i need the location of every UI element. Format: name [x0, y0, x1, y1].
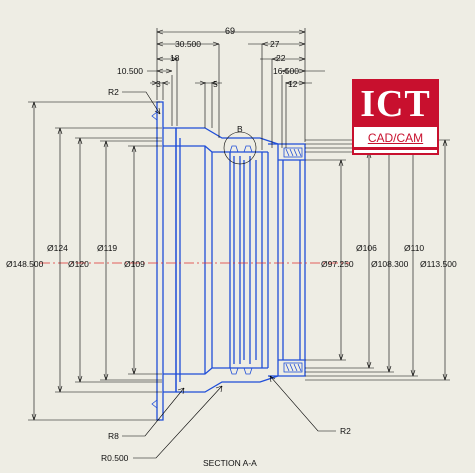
part-outline [151, 101, 306, 421]
dim-dia-124: Ø124 [47, 243, 68, 253]
ict-logo: ICT CAD/CAM [352, 79, 439, 155]
dim-dia-108-300: Ø108.300 [371, 259, 409, 269]
dim-3: 3 [156, 79, 161, 89]
radius-note-r8: R8 [108, 431, 119, 441]
dim-dia-120: Ø120 [68, 259, 89, 269]
view-title: SECTION A-A [203, 458, 257, 468]
logo-sub-text: CAD/CAM [367, 131, 424, 145]
detail-label: B [237, 124, 243, 134]
dim-dia-148-500: Ø148.500 [6, 259, 44, 269]
radius-note-r0-500: R0.500 [101, 453, 129, 463]
dim-dia-97-250: Ø97.250 [321, 259, 354, 269]
dim-18: 18 [170, 53, 180, 63]
dim-dia-106: Ø106 [356, 243, 377, 253]
dim-5: 5 [213, 79, 218, 89]
horizontal-dimensions [147, 28, 325, 150]
dim-22: 22 [276, 53, 286, 63]
detail-circle [223, 131, 257, 165]
dim-dia-110: Ø110 [404, 243, 424, 253]
logo-main-text: ICT [354, 81, 437, 127]
diameter-dimension-lines [28, 101, 450, 421]
logo-underline [354, 147, 437, 150]
dim-30-500: 30.500 [175, 39, 201, 49]
hatch-marks [285, 148, 302, 372]
dim-dia-119: Ø119 [97, 243, 117, 253]
radius-note-r2-bottom: R2 [340, 426, 351, 436]
dim-dia-109: Ø109 [124, 259, 145, 269]
radius-note-r2-top: R2 [108, 87, 119, 97]
dim-10-500: 10.500 [117, 66, 143, 76]
dim-69: 69 [225, 26, 235, 36]
radius-leaders [122, 91, 336, 459]
dim-27: 27 [270, 39, 280, 49]
dim-dia-113-500: Ø113.500 [420, 259, 457, 269]
dim-16-500: 16.500 [273, 66, 299, 76]
dim-12: 12 [288, 79, 298, 89]
